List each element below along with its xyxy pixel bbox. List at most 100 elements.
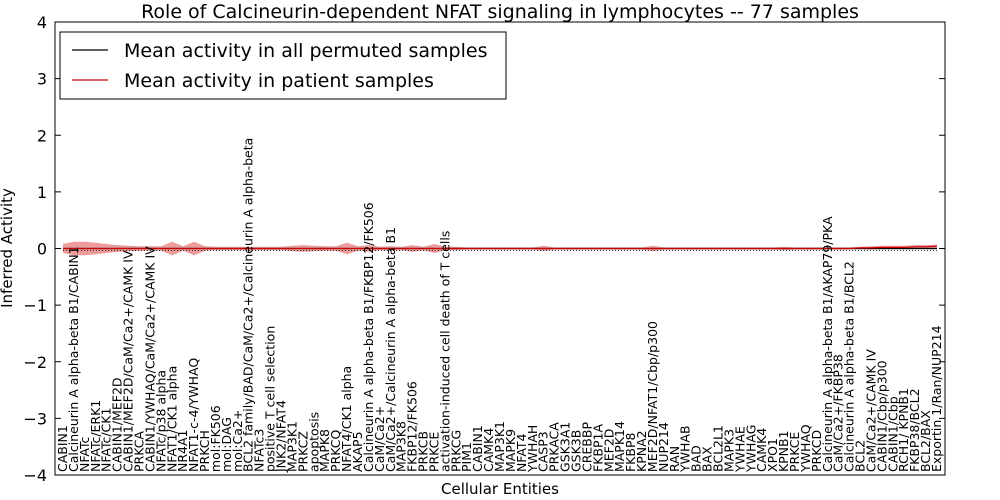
x-category-label: mol:FK506 [208,405,223,472]
x-category-label: YWHAQ [798,424,813,473]
x-category-label: FKBP8 [623,432,638,472]
x-category-label: NFATc/CK1 [99,408,114,472]
x-category-label: RCH1/ KPNB1 [896,388,911,472]
x-category-label: CASP3 [536,431,551,472]
x-category-label: CaM/Ca2+ [372,406,387,472]
y-tick-label-0: −4 [23,466,47,485]
y-tick-label-8: 4 [37,13,47,32]
x-category-label: apoptosis [306,412,321,472]
y-tick-label-2: −2 [23,353,47,372]
x-category-label: MEF2D/NFAT1/Cbp/p300 [645,321,660,472]
y-axis-title: Inferred Activity [0,188,16,308]
x-category-label: PRKACA [547,422,562,472]
x-category-label: CABIN1 [470,425,485,472]
x-category-label: CABIN1/Cbp [885,396,900,472]
x-category-label: CAMK4 [754,428,769,472]
x-category-label: PRKCZ [295,431,310,472]
x-category-label: PRKCG [448,430,463,472]
x-category-label: Calcineurin A alpha-beta B1/BCL2 [842,261,857,472]
legend: Mean activity in all permuted samples Me… [59,31,507,100]
series-lines [63,245,938,251]
x-category-label: CABIN1/YWHAQ/CaM/Ca2+/CAMK IV [142,246,157,472]
x-category-label: YWHAE [732,426,747,473]
x-category-label: FKBP1A [590,424,605,472]
x-category-label: Calcineurin A alpha-beta B1/CABIN1 [66,246,81,472]
y-tick-label-4: 0 [37,240,47,259]
x-category-label: MAPK9 [503,429,518,472]
x-category-label: FKBP12/FK506 [405,381,420,472]
y-tick-label-7: 3 [37,70,47,89]
y-tick-label-6: 2 [37,126,47,145]
x-category-label: NFAT4/CK1 alpha [339,366,354,472]
y-tick-label-5: 1 [37,183,47,202]
legend-box [59,31,507,100]
x-category-label: activation-induced cell death of T cells [437,231,452,472]
x-category-label: CABIN1/MEF2D/CaM/Ca2+/CAMK IV [121,250,136,472]
x-category-label: AKAP5 [350,431,365,472]
x-category-label: BCL2L1 [711,425,726,472]
y-axis-ticks: −4 −3 −2 −1 0 1 2 3 4 [23,13,945,485]
x-category-label: PRKCH [197,430,212,472]
x-category-label: BCL2 [853,440,868,472]
x-category-label: RAN [667,446,682,472]
x-category-label: NUP214 [656,422,671,472]
x-category-label: CaM/Ca2+/CAMK IV [864,349,879,472]
series-line-1 [63,245,938,250]
x-category-label: PIM1 [459,442,474,472]
x-category-label: NFATc3 [252,429,267,472]
x-category-label: KPNA2 [634,430,649,472]
x-category-label: PRKCE [427,432,442,472]
x-category-label: PRKCE [787,432,802,472]
x-category-label: BAX [700,446,715,472]
x-category-label: YWHAG [743,425,758,473]
x-category-label: YWHAH [525,425,540,473]
y-tick-label-3: −1 [23,296,47,315]
x-category-label: CAMK4 [481,428,496,472]
x-category-label: NFATc/ERK1 [88,400,103,472]
x-category-label: MAP3K1 [492,421,507,472]
x-category-label: CABIN1/MEF2D [110,377,125,472]
x-category-label: MAPK8 [317,429,332,472]
x-category-label: NR4A1 [175,430,190,473]
x-category-label: MEF2D [601,429,616,472]
x-category-label: CREBBP [579,422,594,472]
x-axis-title: Cellular Entities [441,480,559,498]
y-tick-label-1: −3 [23,409,47,428]
x-category-label: NFAT1-c-4/YWHAQ [186,358,201,472]
x-category-label: mol:Ca2+ [230,410,245,472]
x-category-label: CaM/Ca2+/FKBP38 [831,354,846,472]
x-category-label: PRKCD [809,430,824,472]
x-category-label: JNK2/NFAT4 [274,400,289,473]
x-category-label: PRKCQ [328,430,343,472]
x-category-label: MAP3K8 [394,421,409,472]
x-category-label: BAD [689,445,704,472]
x-category-label: MAPK14 [612,421,627,472]
x-category-label: XPO1 [765,438,780,472]
x-category-label: MAP3K1 [284,421,299,472]
legend-label-patient: Mean activity in patient samples [124,70,434,92]
x-category-label: mol:DAG [219,417,234,472]
x-category-label: KPNB1 [776,430,791,472]
chart-title: Role of Calcineurin-dependent NFAT signa… [141,1,859,23]
x-category-label: YWHAB [678,425,693,473]
x-category-label: GSK3B [569,430,584,472]
x-category-label: CaM/Ca2+/Calcineurin A alpha-beta B1 [383,227,398,472]
x-category-label: NFAT1/CK1 alpha [164,366,179,472]
x-category-label: BCL2/BAX [918,410,933,472]
legend-label-permuted: Mean activity in all permuted samples [124,40,487,62]
x-category-label: CABIN1/Cbp/p300 [874,360,889,472]
x-category-label: Calcineurin A alpha-beta B1/FKBP12/FK506 [361,202,376,472]
x-category-label: positive T cell selection [263,326,278,472]
x-category-label: NFAT4 [514,433,529,472]
x-category-label: BCL2 family/BAD/CaM/Ca2+/Calcineurin A a… [241,138,256,472]
x-category-label: PRKCA [132,431,147,472]
x-category-label: NFATc/p38 alpha [153,370,168,472]
x-category-label: CABIN1 [55,425,70,472]
x-category-label: GSK3A1 [558,422,573,472]
x-category-label: FKBP38/BCL2 [907,388,922,472]
x-category-label: Exportin 1/Ran/NUP214 [929,325,944,472]
x-category-label: NFATc [77,436,92,471]
x-category-label: Calcineurin A alpha-beta B1/AKAP79/PKA [820,216,835,472]
